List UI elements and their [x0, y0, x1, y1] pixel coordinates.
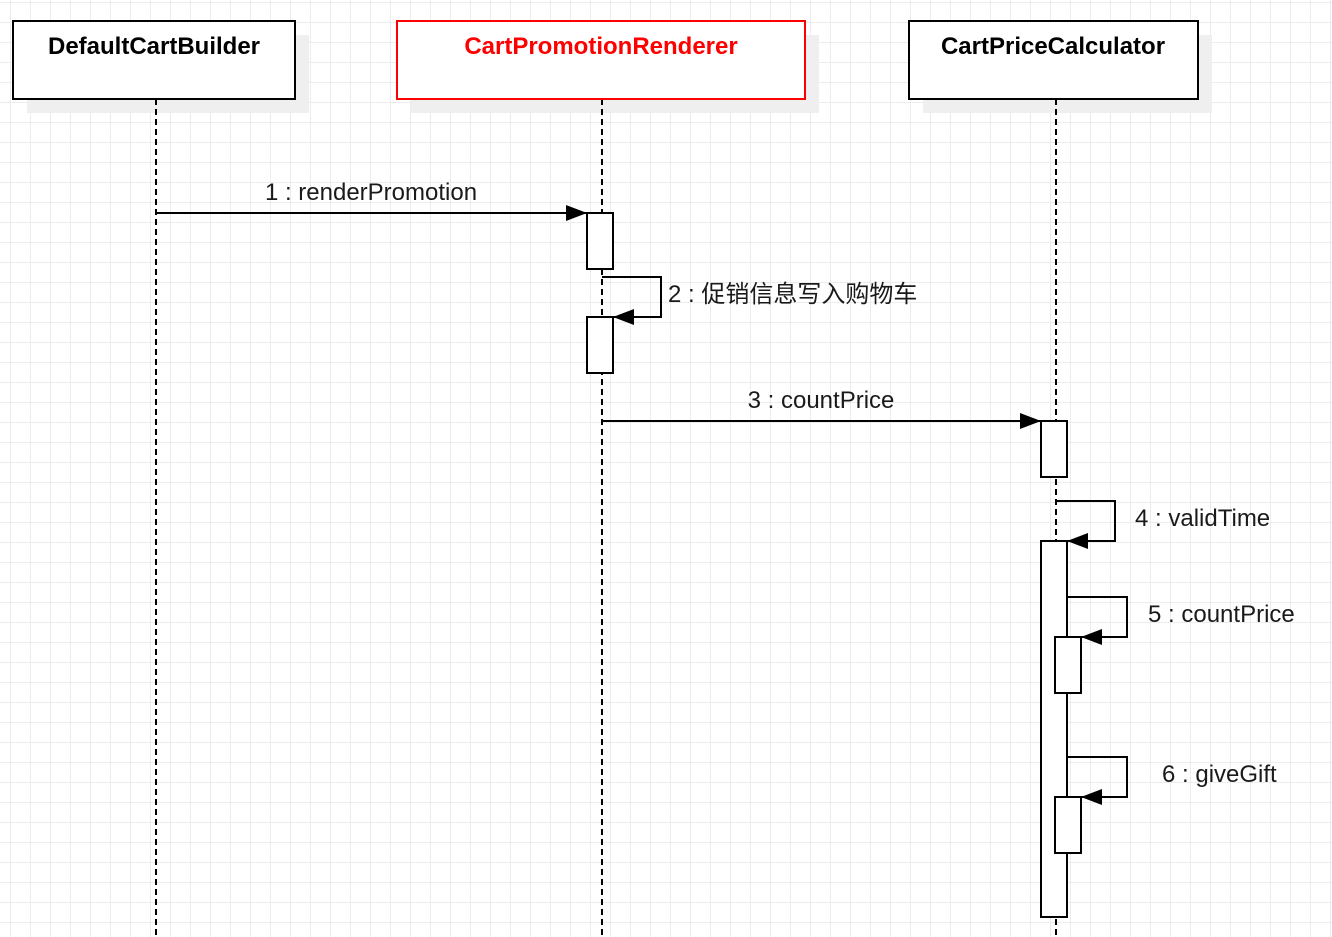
participant-default-cart-builder[interactable]: DefaultCartBuilder: [12, 20, 296, 100]
message-label: 5 : countPrice: [1148, 601, 1295, 628]
participant-cart-promotion-renderer[interactable]: CartPromotionRenderer: [396, 20, 806, 100]
message-label: 3 : countPrice: [748, 387, 895, 414]
message-label: 6 : giveGift: [1162, 761, 1277, 788]
message-2[interactable]: 2 : 促销信息写入购物车: [602, 276, 917, 325]
activation-bar[interactable]: [1054, 796, 1082, 854]
message-5[interactable]: 5 : countPrice: [1067, 596, 1295, 645]
message-4[interactable]: 4 : validTime: [1056, 500, 1270, 549]
message-3[interactable]: 3 : countPrice: [602, 387, 1041, 429]
activation-bar[interactable]: [1040, 540, 1068, 918]
message-label: 2 : 促销信息写入购物车: [668, 281, 917, 308]
message-label: 1 : renderPromotion: [265, 179, 477, 206]
arrow-icon: [1067, 596, 1128, 645]
activation-bar[interactable]: [1054, 636, 1082, 694]
message-label: 4 : validTime: [1135, 505, 1270, 532]
arrow-icon: [1056, 500, 1116, 549]
participant-label: CartPromotionRenderer: [464, 33, 737, 60]
message-6[interactable]: 6 : giveGift: [1067, 756, 1277, 805]
activation-bar[interactable]: [586, 316, 614, 374]
activation-bar[interactable]: [1040, 420, 1068, 478]
participant-cart-price-calculator[interactable]: CartPriceCalculator: [908, 20, 1199, 100]
participant-label: DefaultCartBuilder: [48, 33, 260, 60]
participant-label: CartPriceCalculator: [941, 33, 1165, 60]
arrow-icon: [602, 276, 662, 325]
arrow-icon: [1067, 756, 1128, 805]
activation-bar[interactable]: [586, 212, 614, 270]
message-1[interactable]: 1 : renderPromotion: [156, 179, 587, 221]
